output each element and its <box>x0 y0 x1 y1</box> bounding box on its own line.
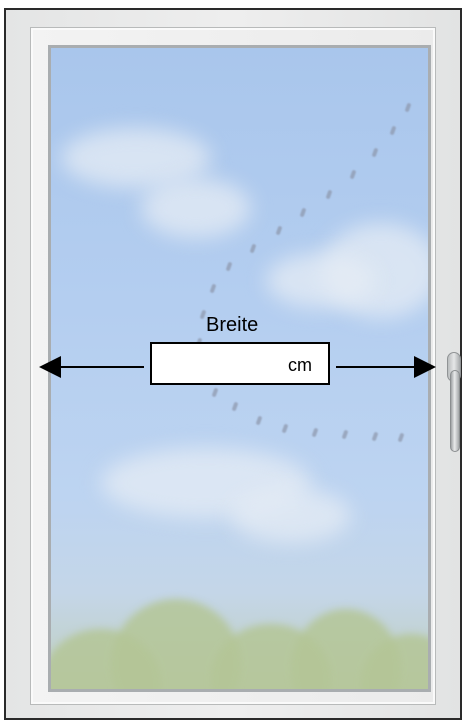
bird <box>249 243 257 254</box>
bird <box>299 207 307 218</box>
bird <box>311 427 319 438</box>
cloud <box>231 488 351 543</box>
measure-line-right <box>336 366 416 368</box>
bird <box>211 387 219 398</box>
bird <box>281 423 289 434</box>
bird <box>404 102 412 113</box>
bird <box>389 125 397 136</box>
window-handle-lever <box>450 370 460 452</box>
bird <box>209 283 217 294</box>
unit-label: cm <box>288 355 312 375</box>
bird <box>349 169 357 180</box>
bird <box>325 189 333 200</box>
bird <box>231 401 239 412</box>
width-input-box[interactable]: cm <box>150 342 330 385</box>
treetops <box>51 589 428 689</box>
bird <box>397 432 405 443</box>
arrow-right-icon <box>414 356 436 378</box>
bird <box>371 147 379 158</box>
arrow-left-icon <box>39 356 61 378</box>
cloud <box>266 253 376 308</box>
cloud <box>141 178 251 238</box>
bird <box>255 415 263 426</box>
bird <box>371 431 379 442</box>
width-input[interactable] <box>156 350 270 380</box>
bird <box>225 261 233 272</box>
bird <box>275 225 283 236</box>
measure-line-left <box>58 366 144 368</box>
bird <box>341 429 349 440</box>
width-label: Breite <box>206 314 259 336</box>
